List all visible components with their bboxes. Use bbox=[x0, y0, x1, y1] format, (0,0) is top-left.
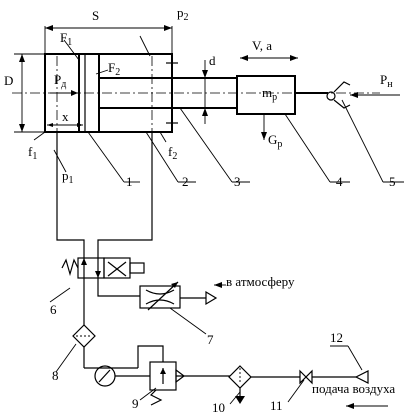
label-Pn: Pн bbox=[380, 72, 393, 90]
callout-8: 8 bbox=[52, 368, 59, 383]
label-f1: f1 bbox=[28, 144, 37, 162]
label-x: x bbox=[62, 109, 69, 124]
throttle-7 bbox=[139, 281, 226, 335]
callout-4: 4 bbox=[336, 174, 343, 189]
leader-lines bbox=[33, 35, 404, 183]
air-lines bbox=[56, 132, 153, 258]
label-F2: F2 bbox=[108, 60, 120, 78]
callout-1: 1 bbox=[126, 174, 133, 189]
callout-11: 11 bbox=[270, 398, 283, 413]
label-mp: mp bbox=[262, 85, 277, 103]
callout-7: 7 bbox=[207, 332, 214, 347]
label-S: S bbox=[92, 8, 99, 23]
label-to-atmosphere: в атмосферу bbox=[226, 274, 295, 289]
label-f2: f2 bbox=[168, 144, 177, 162]
label-Gp: Gр bbox=[268, 132, 282, 150]
callout-3: 3 bbox=[234, 174, 241, 189]
callout-9: 9 bbox=[132, 396, 139, 411]
valve-6 bbox=[49, 257, 145, 325]
source-12 bbox=[330, 345, 388, 409]
label-D: D bbox=[4, 73, 13, 88]
callout-2: 2 bbox=[182, 174, 189, 189]
load-mass bbox=[236, 55, 400, 140]
label-d: d bbox=[209, 53, 216, 68]
filter-8 bbox=[55, 324, 96, 373]
valve-11 bbox=[287, 369, 356, 403]
label-Pd: Pд bbox=[54, 72, 66, 90]
regulator-9 bbox=[84, 345, 185, 406]
callout-12: 12 bbox=[330, 330, 343, 345]
label-p1: p1 bbox=[62, 168, 74, 186]
callout-10: 10 bbox=[212, 400, 225, 415]
label-air-supply: подача воздуха bbox=[312, 381, 395, 396]
callout-5: 5 bbox=[389, 174, 396, 189]
text-labels: S p2 F1 F2 d V, a D Pд x mp Pн Gр f1 f2 … bbox=[4, 5, 396, 415]
dimension-d bbox=[202, 60, 208, 124]
dimension-S bbox=[44, 25, 173, 54]
dimension-D bbox=[14, 53, 45, 133]
label-V-a: V, a bbox=[252, 38, 272, 53]
callout-6: 6 bbox=[50, 302, 57, 317]
label-p2: p2 bbox=[177, 5, 189, 23]
label-F1: F1 bbox=[60, 30, 72, 48]
filter-10 bbox=[228, 365, 300, 405]
